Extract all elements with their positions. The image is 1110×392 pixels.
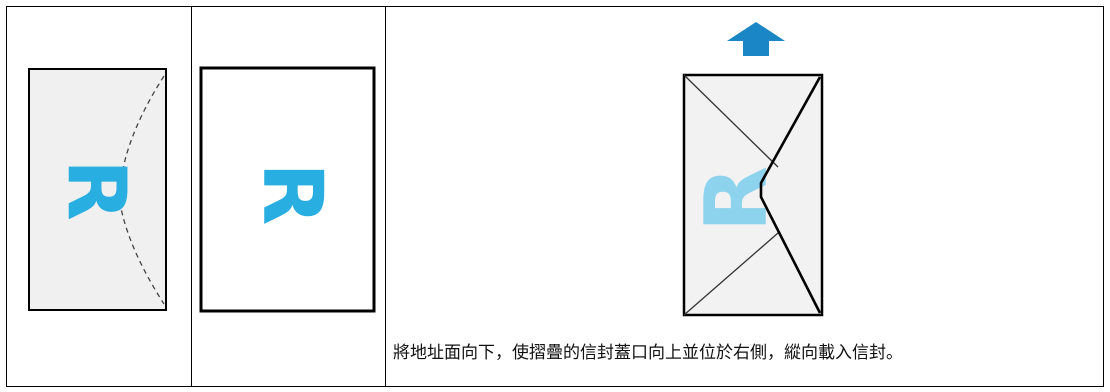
paper-body (199, 66, 376, 313)
loading-instruction-text: 將地址面向下，使摺疊的信封蓋口向上並位於右側，縱向載入信封。 (393, 343, 903, 363)
flap-fold-line (119, 75, 165, 305)
letter-r-mirrored: R (686, 166, 786, 232)
column-divider-2 (385, 7, 386, 386)
envelope-fold-line (683, 74, 779, 168)
up-arrow-icon (727, 22, 785, 56)
column-divider-1 (191, 7, 192, 386)
letter-r-rotated: R (245, 162, 340, 225)
envelope-loaded-illustration: R (682, 73, 824, 317)
paper-front-illustration: R (199, 66, 376, 313)
letter-r-rotated: R (50, 159, 143, 221)
instruction-table (6, 6, 1104, 387)
envelope-fold-line (683, 232, 779, 316)
envelope-back-body (28, 68, 167, 311)
envelope-flap-outline (759, 76, 822, 314)
envelope-back-illustration: R (28, 68, 167, 311)
